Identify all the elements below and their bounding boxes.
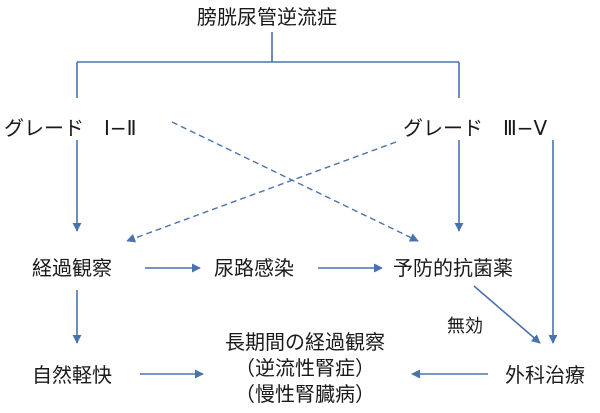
arrow-antibiotics-to-surgery [473,285,541,344]
node-surgery: 外科治療 [505,363,585,387]
long-term-note-reflux-nephropathy: （逆流性腎症） [235,356,375,380]
dashed-arrow-grade-high-to-observation [126,141,397,243]
node-grade-low: グレード Ⅰ−Ⅱ [4,116,137,140]
edge-label-ineffective: 無効 [447,316,483,337]
node-long-term-observation: 長期間の経過観察 （逆流性腎症） （慢性腎臓病） [203,330,407,406]
node-antibiotics: 予防的抗菌薬 [393,256,513,280]
node-root: 膀胱尿管逆流症 [197,5,337,29]
node-observation: 経過観察 [32,256,112,280]
node-uti: 尿路感染 [214,256,294,280]
long-term-note-ckd: （慢性腎臓病） [235,382,375,406]
node-spontaneous: 自然軽快 [32,363,112,387]
dashed-arrow-grade-low-to-antibiotics [171,121,419,242]
long-term-title: 長期間の経過観察 [225,330,385,354]
node-grade-high: グレード Ⅲ−Ⅴ [403,116,548,140]
